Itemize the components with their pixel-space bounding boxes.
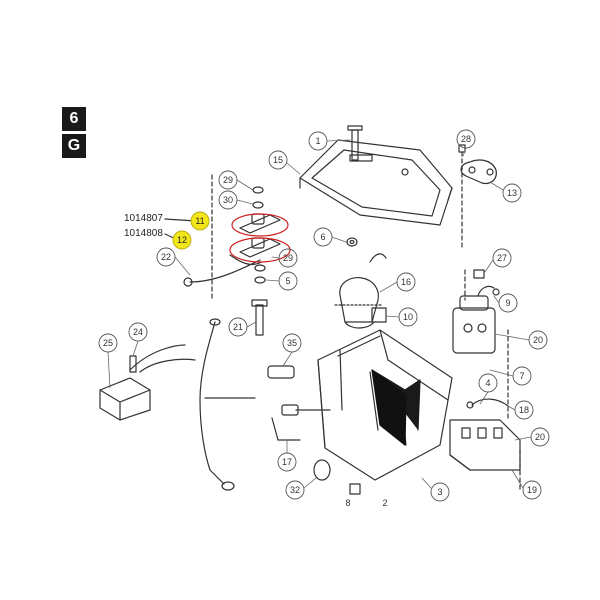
callout-18: 18 (519, 405, 529, 415)
nut-27 (473, 269, 485, 279)
section-tab-g: G (62, 134, 86, 158)
callout-27: 27 (497, 253, 507, 263)
callout-19: 19 (527, 485, 537, 495)
section-tab-6: 6 (62, 107, 86, 131)
callout-20b: 20 (535, 432, 545, 442)
callout-4: 4 (485, 378, 490, 388)
callout-22: 22 (161, 252, 171, 262)
sleeve-10 (371, 307, 387, 323)
nut-28 (458, 144, 466, 153)
callout-24: 24 (133, 327, 143, 337)
callout-29b: 29 (283, 253, 293, 263)
battery-case (317, 329, 453, 481)
bolt-1 (347, 125, 363, 161)
spacer-8 (349, 483, 361, 495)
callout-12: 12 (177, 235, 187, 245)
part-number-1014807: 1014807 (124, 213, 163, 224)
callout-35: 35 (287, 338, 297, 348)
callout-7: 7 (519, 371, 524, 381)
callout-20a: 20 (533, 335, 543, 345)
callout-1: 1 (315, 136, 320, 146)
callout-17: 17 (282, 457, 292, 467)
handle-bracket (267, 365, 331, 441)
callout-29a: 29 (223, 175, 233, 185)
solenoid-9 (452, 285, 500, 354)
callout-21: 21 (233, 322, 243, 332)
ring-32 (313, 459, 331, 481)
callout-2: 2 (382, 498, 387, 508)
callout-11: 11 (195, 216, 204, 226)
fuse-holder-12 (229, 237, 291, 263)
callout-25: 25 (103, 338, 113, 348)
callout-13: 13 (507, 188, 517, 198)
cable-22 (183, 254, 263, 287)
callout-10: 10 (403, 312, 413, 322)
grommet-6 (346, 237, 358, 247)
bracket-13 (460, 159, 497, 185)
callout-32: 32 (290, 485, 300, 495)
callout-8: 8 (345, 498, 350, 508)
fuse-holder-11 (231, 213, 289, 237)
callout-6: 6 (320, 232, 325, 242)
callout-leaders (107, 139, 532, 489)
battery-cover (299, 139, 453, 226)
callout-9: 9 (505, 298, 510, 308)
controller-19 (449, 419, 521, 471)
callout-15: 15 (273, 155, 283, 165)
module-25 (99, 344, 196, 421)
guide-lines (461, 151, 521, 491)
wire-harness (199, 318, 256, 491)
part-number-1014808: 1014808 (124, 228, 163, 239)
callout-30: 30 (223, 195, 233, 205)
callout-3: 3 (437, 487, 442, 497)
washer-stack (252, 186, 266, 284)
callout-5: 5 (285, 276, 290, 286)
callout-labels: 1 15 28 13 29 30 11 12 22 29 5 6 16 10 2… (103, 134, 545, 508)
hub-16 (334, 253, 387, 329)
bolt-21 (251, 299, 268, 336)
callout-16: 16 (401, 277, 411, 287)
wire-18 (466, 398, 509, 409)
callout-28: 28 (461, 134, 471, 144)
